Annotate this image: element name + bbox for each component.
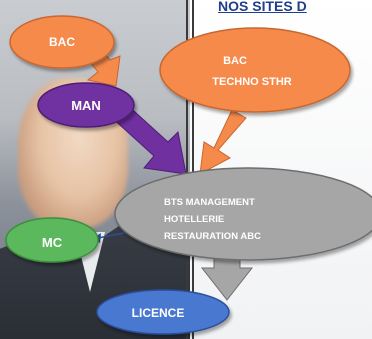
divider-line-left [186,0,188,339]
node-bts-label-1: BTS MANAGEMENT [164,197,255,208]
node-mc [5,217,99,263]
node-bac-techno [159,27,351,113]
node-bac-techno-label-2: TECHNO STHR [212,76,292,88]
node-bts-label-3: RESTAURATION ABC [164,231,261,242]
node-mc-label: MC [42,235,63,250]
node-bac-label: BAC [49,35,75,49]
node-man [37,82,135,128]
divider-line-right [192,0,194,339]
page-heading: NOS SITES D [218,0,307,14]
node-bac-techno-label-1: BAC [223,55,247,67]
node-bts-label-2: HOTELLERIE [164,214,224,225]
node-bac [9,15,115,69]
node-licence [96,289,230,335]
node-man-label: MAN [71,98,101,113]
arrow-bac-techno-to-bts [199,109,247,175]
node-bts [114,167,372,261]
node-licence-label: LICENCE [132,306,185,320]
